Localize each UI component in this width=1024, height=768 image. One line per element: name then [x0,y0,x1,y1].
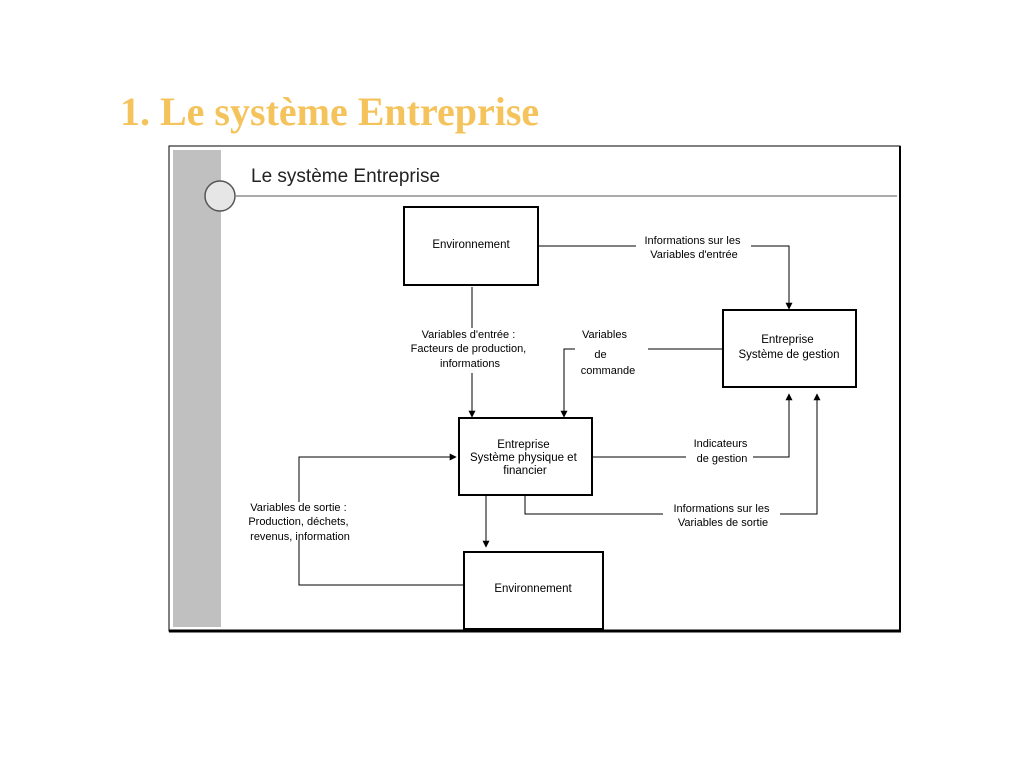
connector-info-entree-to-gestion [751,245,793,310]
box-environnement-top: Environnement [403,206,539,286]
label-variables-sortie: Variables de sortie : Production, déchet… [248,502,351,543]
flow-connectors [298,245,821,586]
box-entreprise-physique: Entreprise Système physique et financier [458,417,593,496]
frame-sidebar [173,150,221,627]
system-diagram: Le système Entreprise [168,145,902,633]
label-variables-entree: Variables d'entrée : Facteurs de product… [411,329,530,370]
slide-title: 1. Le système Entreprise [120,89,540,134]
label-variables-commande: Variables de commande [581,329,635,377]
connector-commande-to-physique [560,348,575,418]
box-environnement-top-label: Environnement [432,239,510,251]
box-environnement-bottom-label: Environnement [494,583,572,595]
box-entreprise-gestion: Entreprise Système de gestion [722,309,857,388]
connector-indicateurs-to-gestion [753,393,793,458]
box-environnement-bottom: Environnement [463,551,604,630]
label-info-sortie: Informations sur les Variables de sortie [673,503,772,529]
box-entreprise-gestion-label: Entreprise Système de gestion [738,334,839,361]
connector-variables-sortie-to-physique [298,453,457,502]
panel-title: Le système Entreprise [251,166,440,187]
panel-bullet-icon [204,180,236,212]
connector-env-bottom-to-variables-sortie [298,540,463,586]
connector-physique-to-info-sortie [524,495,663,515]
connector-info-sortie-to-gestion [780,393,821,515]
label-indicateurs: Indicateurs de gestion [694,438,751,465]
label-info-entree: Informations sur les Variables d'entrée [644,235,743,261]
box-entreprise-physique-label: Entreprise Système physique et financier [470,439,580,477]
